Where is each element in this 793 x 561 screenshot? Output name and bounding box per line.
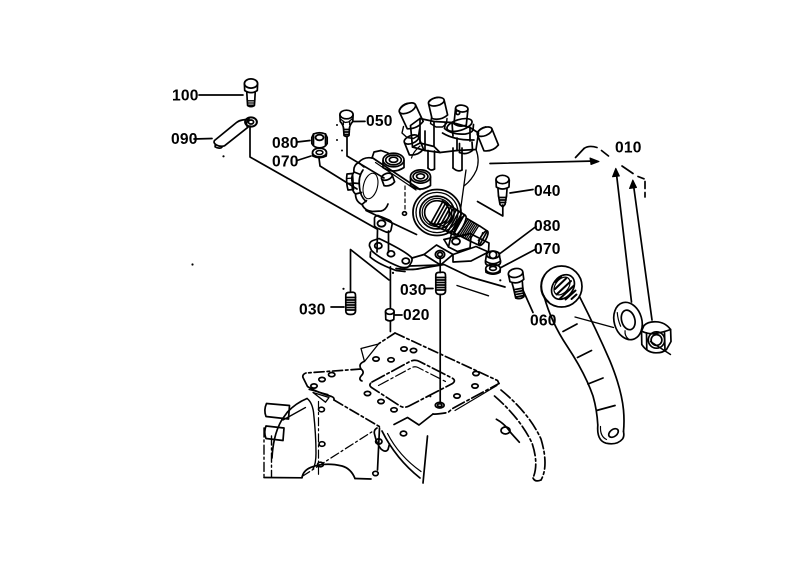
svg-text:080: 080: [272, 135, 299, 152]
svg-text:060: 060: [530, 313, 557, 330]
svg-text:040: 040: [534, 183, 561, 200]
svg-text:010: 010: [615, 140, 642, 157]
svg-text:050: 050: [366, 113, 393, 130]
svg-text:090: 090: [171, 131, 198, 148]
svg-text:070: 070: [534, 241, 561, 258]
svg-text:030: 030: [299, 302, 326, 319]
svg-text:030: 030: [400, 282, 427, 299]
svg-text:070: 070: [272, 154, 299, 171]
svg-text:020: 020: [403, 307, 430, 324]
svg-text:100: 100: [172, 88, 199, 105]
svg-text:080: 080: [534, 218, 561, 235]
